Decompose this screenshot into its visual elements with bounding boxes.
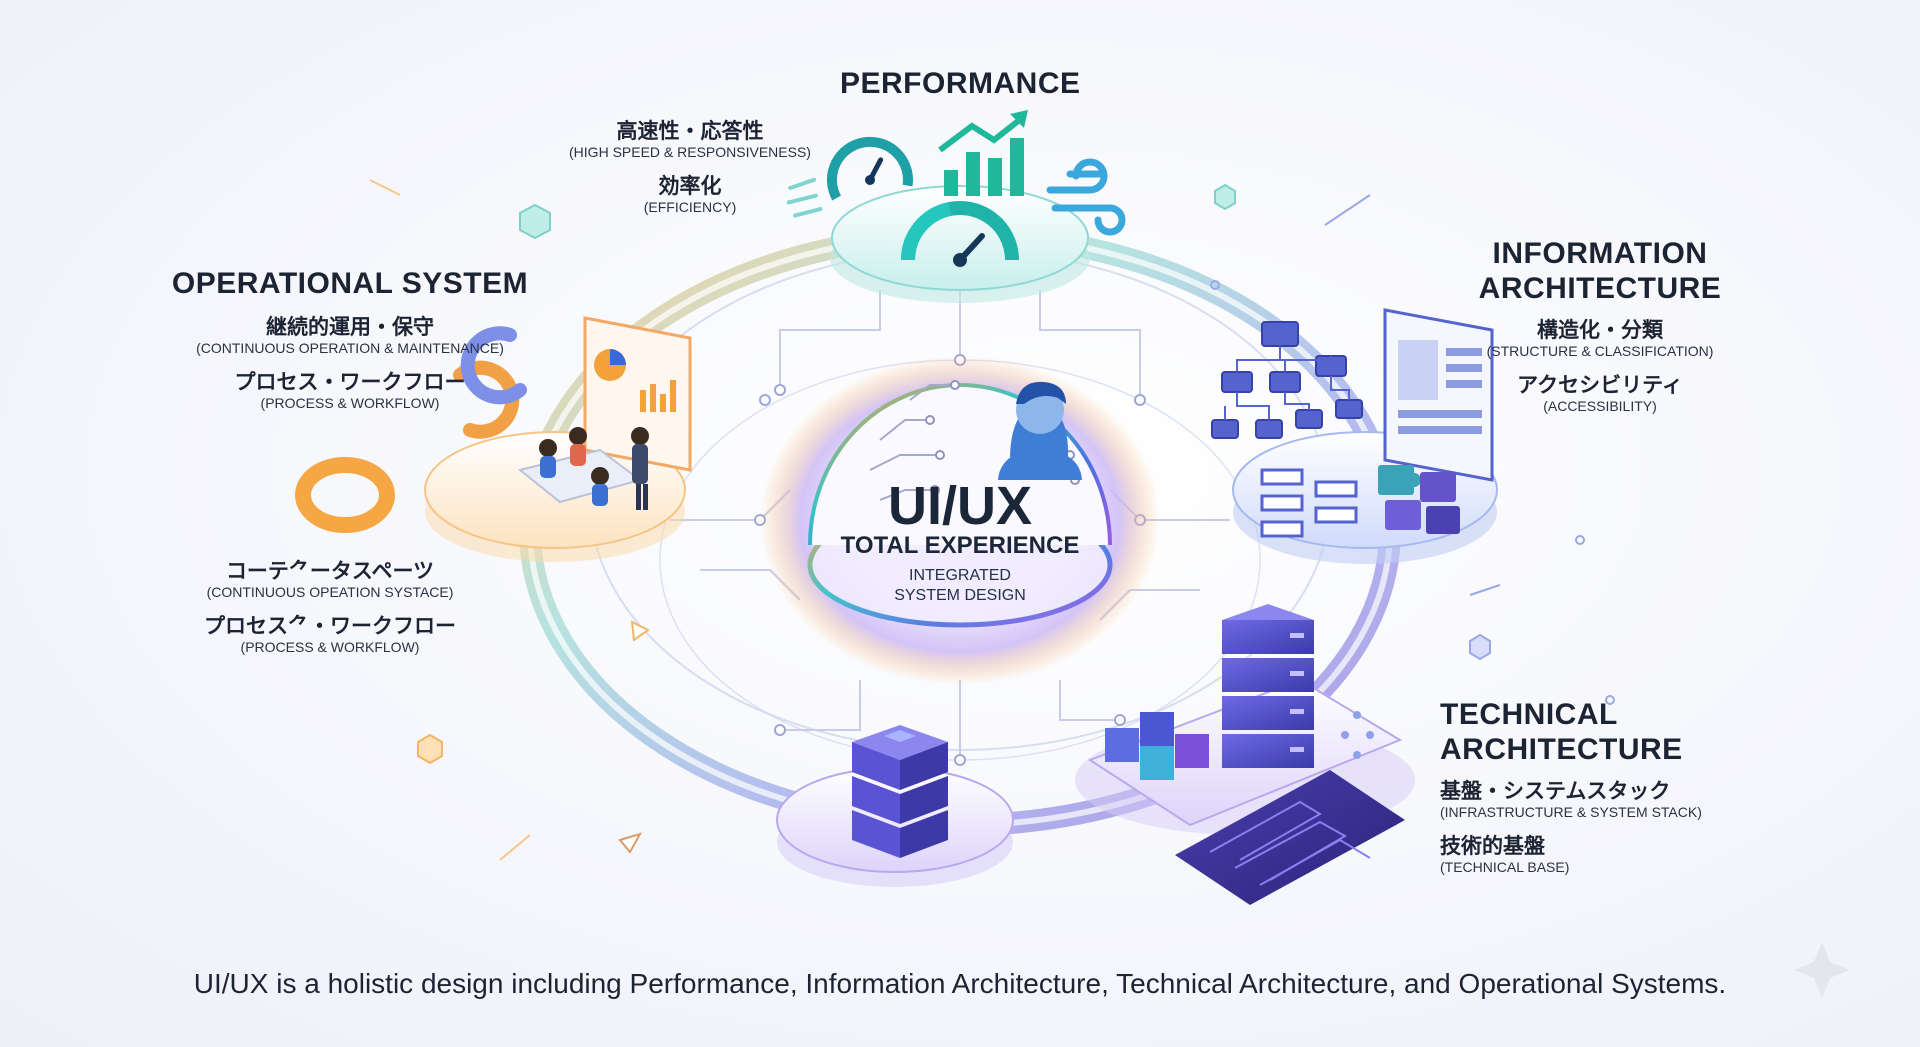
information-item-en: (ACCESSIBILITY) (1470, 398, 1730, 415)
center-title: UI/UX (810, 475, 1110, 537)
technical-item-en: (INFRASTRUCTURE & SYSTEM STACK) (1440, 804, 1740, 821)
operational-title: OPERATIONAL SYSTEM (155, 266, 545, 301)
information-item-jp: 構造化・分類 (1470, 317, 1730, 343)
operational-item-jp: プロセス・ワークフロー (160, 369, 540, 395)
performance-title: PERFORMANCE (840, 66, 1080, 101)
information-title-line1: INFORMATION (1470, 236, 1730, 271)
center-subtitle: TOTAL EXPERIENCE (780, 532, 1140, 560)
caption: UI/UX is a holistic design including Per… (60, 968, 1860, 1000)
information-item-jp: アクセシビリティ (1470, 372, 1730, 398)
operational-item-en: (PROCESS & WORKFLOW) (160, 639, 500, 656)
growth-chart-icon (940, 110, 1028, 196)
performance-items: 高速性・応答性 (HIGH SPEED & RESPONSIVENESS) 効率… (540, 118, 840, 216)
center-line2: SYSTEM DESIGN (810, 586, 1110, 606)
center-lines: INTEGRATED SYSTEM DESIGN (810, 566, 1110, 606)
performance-item-en: (EFFICIENCY) (540, 199, 840, 216)
information-item-en: (STRUCTURE & CLASSIFICATION) (1470, 343, 1730, 360)
operational-item-jp: コーテ⺈ータスペーツ (160, 558, 500, 584)
technical-title-line2: ARCHITECTURE (1440, 732, 1740, 767)
technical-title-line1: TECHNICAL (1440, 697, 1740, 732)
technical-items: 基盤・システムスタック (INFRASTRUCTURE & SYSTEM STA… (1440, 778, 1740, 876)
technical-item-en: (TECHNICAL BASE) (1440, 859, 1740, 876)
information-items: 構造化・分類 (STRUCTURE & CLASSIFICATION) アクセシ… (1470, 317, 1730, 415)
server-stack-icon (1222, 604, 1314, 768)
performance-item-en: (HIGH SPEED & RESPONSIVENESS) (540, 144, 840, 161)
operational-item-en: (PROCESS & WORKFLOW) (160, 395, 540, 412)
operational-items-top: 継続的運用・保守 (CONTINUOUS OPERATION & MAINTEN… (160, 314, 540, 412)
operational-item-en: (CONTINUOUS OPERATION & MAINTENANCE) (160, 340, 540, 357)
performance-item-jp: 高速性・応答性 (540, 118, 840, 144)
technical-item-jp: 技術的基盤 (1440, 833, 1740, 859)
information-title-line2: ARCHITECTURE (1470, 271, 1730, 306)
operational-item-jp: プロセス⺈・ワークフロー (160, 613, 500, 639)
technical-title: TECHNICAL ARCHITECTURE (1440, 697, 1740, 767)
operational-item-jp: 継続的運用・保守 (160, 314, 540, 340)
technical-item-jp: 基盤・システムスタック (1440, 778, 1740, 804)
information-title: INFORMATION ARCHITECTURE (1470, 236, 1730, 306)
performance-item-jp: 効率化 (540, 173, 840, 199)
ring-arrows-icon (303, 465, 387, 525)
operational-items-bottom: コーテ⺈ータスペーツ (CONTINUOUS OPEATION SYSTACE)… (160, 558, 500, 656)
operational-item-en: (CONTINUOUS OPEATION SYSTACE) (160, 584, 500, 601)
center-line1: INTEGRATED (810, 566, 1110, 586)
